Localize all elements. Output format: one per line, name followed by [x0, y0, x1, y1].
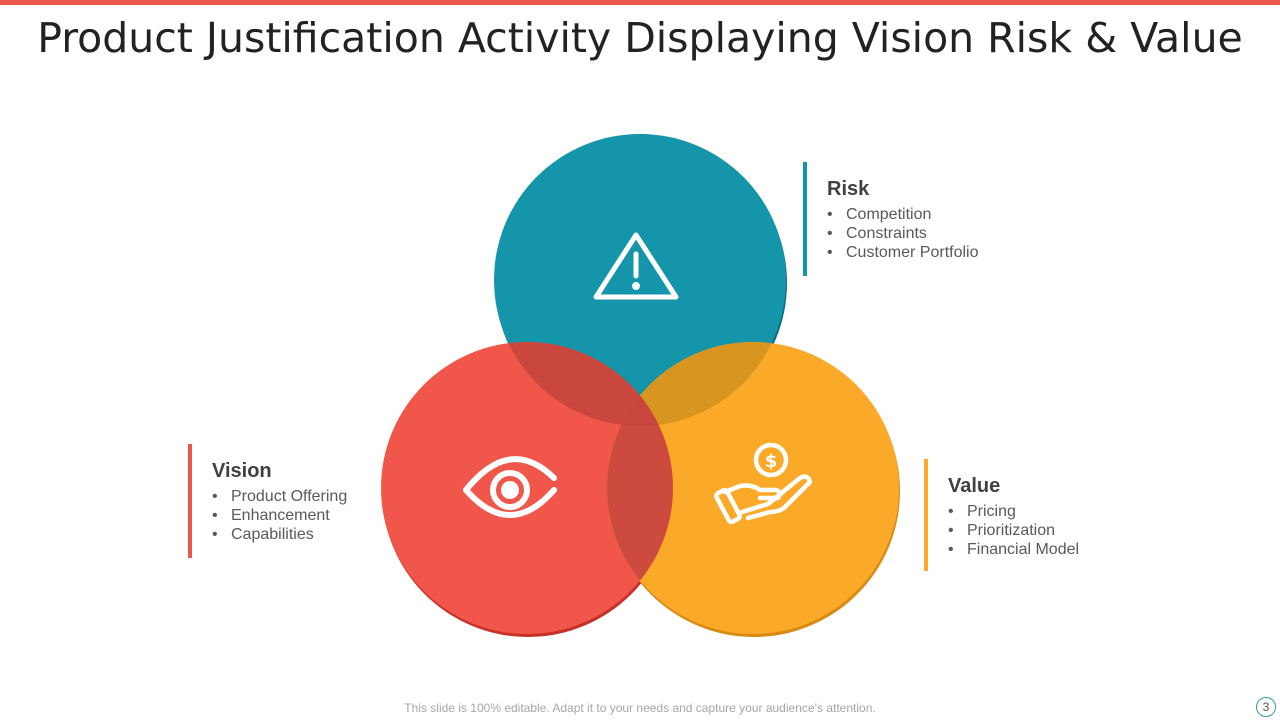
- risk-accent-bar: [803, 162, 807, 276]
- list-item: •Pricing: [948, 503, 1016, 520]
- eye-icon: [463, 456, 557, 518]
- risk-vision-overlap: [494, 342, 673, 426]
- value-label-block: Value •Pricing •Prioritization •Financia…: [924, 459, 1144, 571]
- top-accent-bar: [0, 0, 1280, 5]
- list-item: •Product Offering: [212, 488, 348, 505]
- value-heading: Value: [948, 475, 1001, 497]
- page-number: 3: [1256, 697, 1276, 717]
- list-item: •Prioritization: [948, 522, 1056, 539]
- vision-accent-bar: [188, 444, 192, 558]
- list-item: •Enhancement: [212, 507, 330, 524]
- list-item: •Customer Portfolio: [827, 244, 979, 261]
- vision-label-block: Vision •Product Offering •Enhancement •C…: [188, 444, 388, 558]
- list-item: •Capabilities: [212, 526, 314, 543]
- value-list: •Pricing •Prioritization •Financial Mode…: [948, 502, 1079, 559]
- list-item: •Financial Model: [948, 541, 1080, 558]
- slide-title: Product Justification Activity Displayin…: [37, 14, 1243, 62]
- list-item: •Constraints: [827, 225, 927, 242]
- risk-label-block: Risk •Competition •Constraints •Customer…: [803, 162, 1063, 276]
- value-accent-bar: [924, 459, 928, 571]
- risk-heading: Risk: [827, 178, 870, 200]
- risk-value-overlap: [607, 342, 786, 426]
- vision-heading: Vision: [212, 460, 272, 482]
- svg-text:$: $: [765, 451, 778, 472]
- hand-coin-dollar-icon: $: [713, 442, 813, 525]
- list-item: •Competition: [827, 206, 932, 223]
- vision-list: •Product Offering •Enhancement •Capabili…: [212, 487, 347, 544]
- risk-list: •Competition •Constraints •Customer Port…: [827, 205, 979, 262]
- footer-note: This slide is 100% editable. Adapt it to…: [404, 701, 876, 715]
- warning-triangle-icon: [593, 232, 679, 300]
